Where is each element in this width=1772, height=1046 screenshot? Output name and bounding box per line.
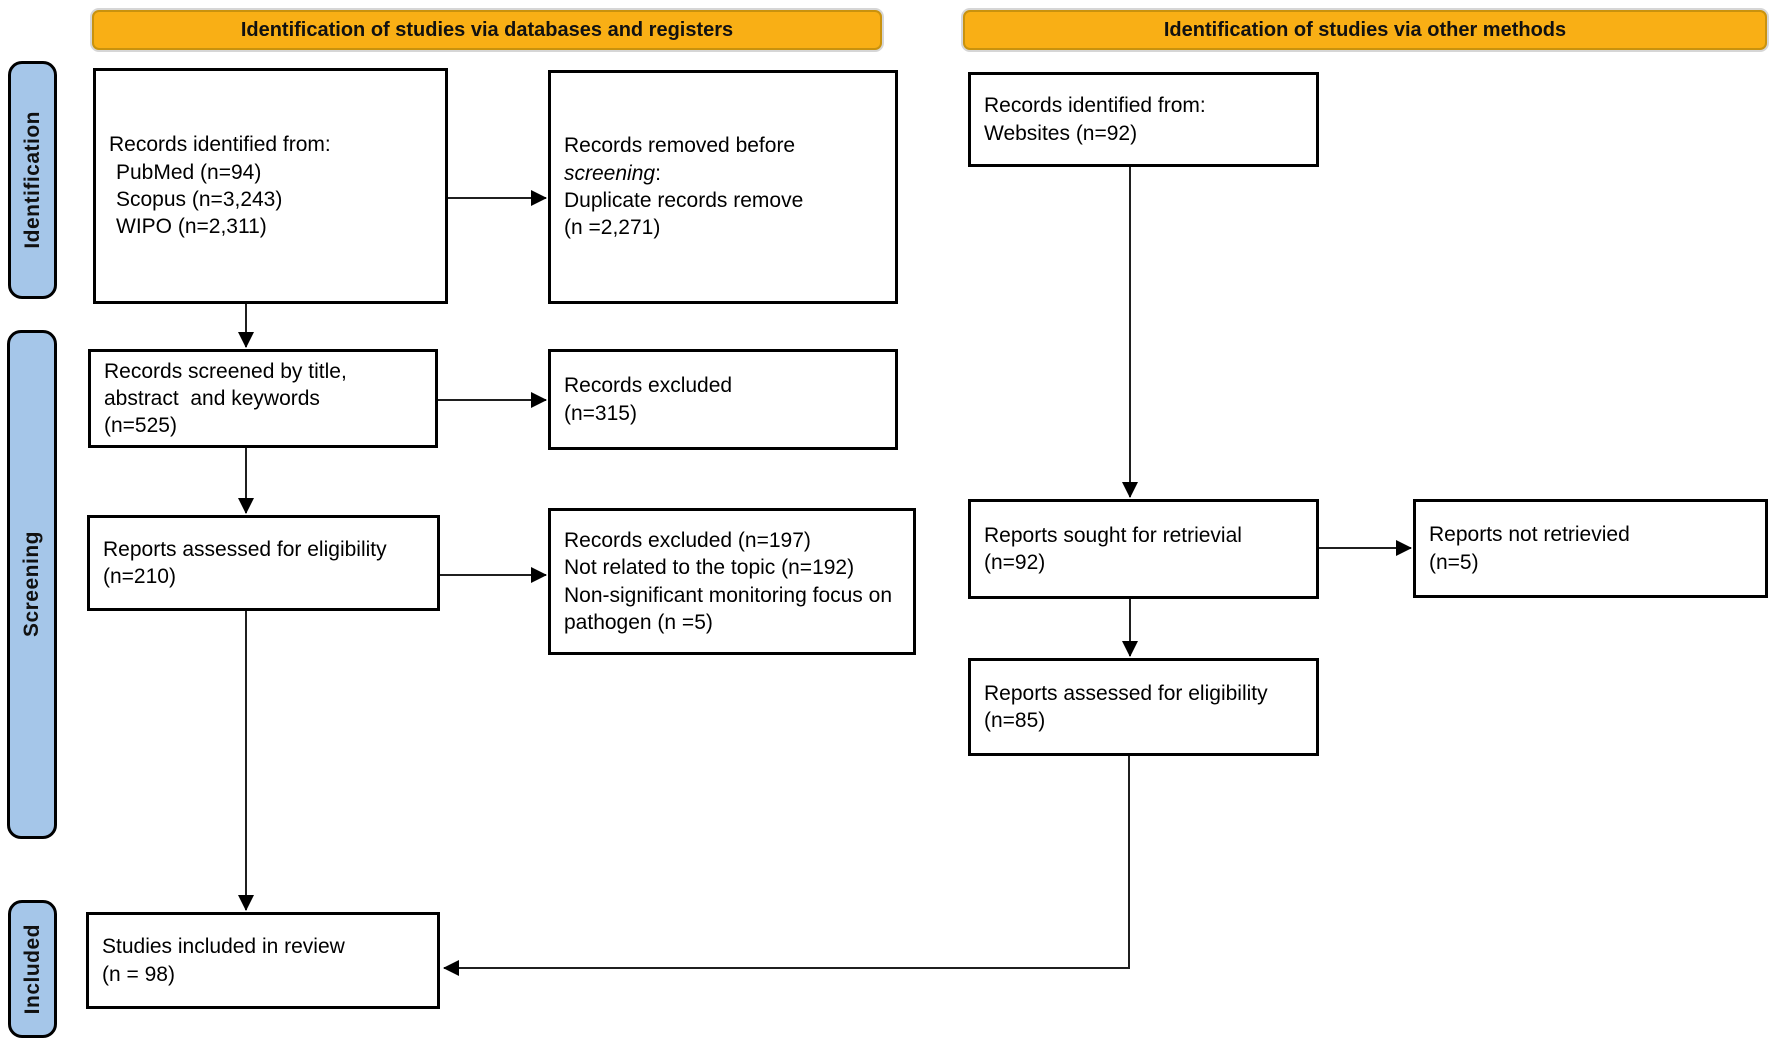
box-studies-included: Studies included in review (n = 98) (86, 912, 440, 1009)
box-text-line: Studies included in review (102, 935, 345, 959)
box-text-line: Reports not retrievied (1429, 523, 1630, 547)
stage-included: Included (8, 900, 57, 1038)
colon: : (655, 161, 661, 185)
box-text-line: Records identified from: (109, 133, 331, 157)
stage-screening-label: Screening (20, 531, 43, 638)
box-text-line: Duplicate records remove (564, 189, 804, 212)
box-text-line: (n =2,271) (564, 216, 661, 240)
box-text-line: pathogen (n =5) (564, 610, 713, 634)
box-records-screened: Records screened by title, abstract and … (88, 349, 438, 448)
box-text-line: Records excluded (564, 374, 733, 398)
stage-included-label: Included (20, 923, 44, 1015)
box-records-identified-databases: Records identified from: PubMed (n=94) S… (93, 68, 448, 304)
box-text-line: Records removed before (564, 134, 796, 158)
box-text-line: (n=525) (104, 414, 177, 438)
box-text-line: (n=85) (984, 709, 1046, 732)
italic-word: screening (564, 161, 656, 185)
box-text-line: (n=210) (103, 565, 176, 588)
box-text-line: Records screened by title, (104, 359, 347, 383)
box-text-line: Records excluded (n=197) (564, 528, 811, 552)
box-text-line: Scopus (n=3,243) (116, 188, 283, 211)
box-text-line: (n = 98) (102, 962, 175, 986)
box-reports-not-retrieved: Reports not retrievied (n=5) (1413, 499, 1768, 598)
box-text-line: Reports sought for retrievial (984, 523, 1242, 547)
box-text-line: PubMed (n=94) (116, 160, 262, 184)
box-records-excluded-screening: Records excluded (n=315) (548, 349, 898, 450)
box-text-line: Not related to the topic (n=192) (564, 556, 855, 580)
box-records-removed: Records removed before screening: Duplic… (548, 70, 898, 304)
box-text-line: (n=92) (984, 551, 1046, 574)
box-reports-assessed-databases: Reports assessed for eligibility (n=210) (87, 515, 440, 611)
banner-databases-registers: Identification of studies via databases … (92, 10, 882, 50)
box-records-excluded-eligibility: Records excluded (n=197) Not related to … (548, 508, 916, 655)
box-text-line: (n=5) (1429, 550, 1479, 574)
box-text-line: screening: (564, 160, 661, 187)
banner-other-methods: Identification of studies via other meth… (963, 10, 1767, 50)
stage-identification: Identification (8, 61, 57, 299)
box-text-line: Non-significant monitoring focus on (564, 583, 893, 607)
box-text-line: Reports assessed for eligibility (103, 537, 387, 561)
box-text-line: WIPO (n=2,311) (116, 215, 267, 239)
box-text-line: Reports assessed for eligibility (984, 681, 1268, 705)
arrow-assessed85-to-included (443, 755, 1130, 976)
box-records-identified-other: Records identified from: Websites (n=92) (968, 72, 1319, 167)
box-reports-sought: Reports sought for retrievial (n=92) (968, 499, 1319, 599)
box-reports-assessed-other: Reports assessed for eligibility (n=85) (968, 658, 1319, 756)
stage-identification-label: Identification (20, 111, 44, 249)
box-text-line: Records identified from: (984, 94, 1206, 118)
box-text-line: abstract and keywords (104, 386, 320, 410)
box-text-line: (n=315) (564, 401, 637, 425)
box-text-line: Websites (n=92) (984, 121, 1138, 145)
stage-screening: Screening (7, 330, 57, 839)
